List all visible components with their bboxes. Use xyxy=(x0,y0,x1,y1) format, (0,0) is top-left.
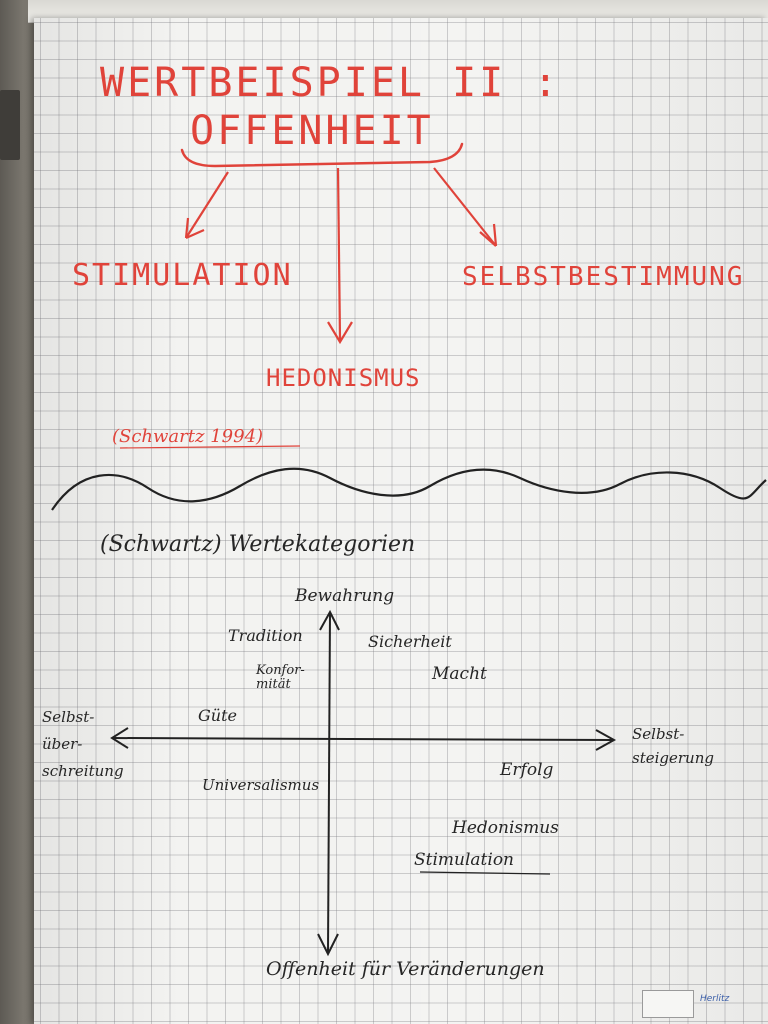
value-erfolg: Erfolg xyxy=(500,760,554,780)
value-macht: Macht xyxy=(432,664,487,684)
certification-label xyxy=(642,990,694,1018)
value-guete: Güte xyxy=(198,706,237,725)
flipchart-clip xyxy=(0,90,20,160)
branch-selbstbestimmung: SELBSTBESTIMMUNG xyxy=(462,262,745,292)
value-stimulation: Stimulation xyxy=(414,850,515,870)
branch-hedonismus: HEDONISMUS xyxy=(266,364,421,392)
branch-stimulation: STIMULATION xyxy=(72,258,293,293)
flipchart-paper xyxy=(34,18,768,1024)
axis-label-right: Selbst-steigerung xyxy=(632,725,714,767)
title-line-2: OFFENHEIT xyxy=(190,108,434,154)
brand-logo: Herlitz xyxy=(700,994,730,1004)
value-universalismus: Universalismus xyxy=(202,776,320,794)
citation-text: (Schwartz 1994) xyxy=(112,426,264,447)
axis-label-left: Selbst-über-schreitung xyxy=(42,708,124,780)
value-hedonismus: Hedonismus xyxy=(452,818,559,838)
axis-label-bottom: Offenheit für Veränderungen xyxy=(266,958,545,980)
value-konformitaet: Konfor-mität xyxy=(256,663,305,692)
title-line-1: WERTBEISPIEL II : xyxy=(100,60,561,106)
axis-label-top: Bewahrung xyxy=(295,586,395,606)
value-sicherheit: Sicherheit xyxy=(368,632,452,651)
value-tradition: Tradition xyxy=(228,626,303,645)
section-subtitle: (Schwartz) Wertekategorien xyxy=(100,532,416,557)
